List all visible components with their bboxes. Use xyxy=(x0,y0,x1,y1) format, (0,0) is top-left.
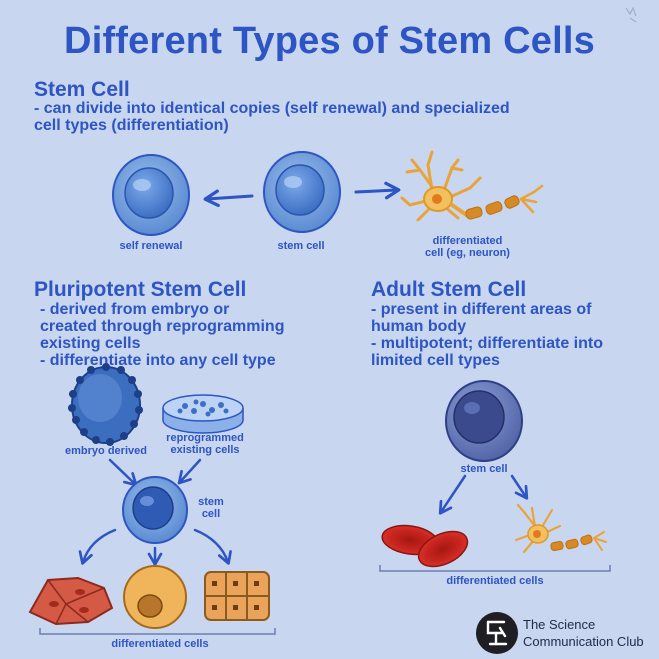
pluripotent-stem-cell-label: stem cell xyxy=(191,496,231,520)
stem-cell-description: - can divide into identical copies (self… xyxy=(34,100,634,134)
reprogrammed-arrow-icon xyxy=(177,458,202,485)
petri-dish-icon xyxy=(162,394,244,434)
adult-line: - multipotent; differentiate into xyxy=(371,335,603,352)
club-name: The Science Communication Club xyxy=(523,616,658,650)
reprogrammed-cells-label: reprogrammed existing cells xyxy=(150,432,260,456)
adult-description: - present in different areas of human bo… xyxy=(371,301,651,369)
tissue-cells-icon xyxy=(204,571,270,621)
pluripotent-heading: Pluripotent Stem Cell xyxy=(34,278,247,301)
pluripotent-line: created through reprogramming xyxy=(40,318,285,335)
adult-arrow-left-icon xyxy=(438,474,467,515)
pluripotent-line: existing cells xyxy=(40,335,141,352)
stem-cell-heading: Stem Cell xyxy=(34,78,130,101)
adult-line: - present in different areas of xyxy=(371,301,592,318)
embryo-arrow-icon xyxy=(108,458,138,487)
stem-cell-description-line: - can divide into identical copies (self… xyxy=(34,100,510,117)
pluripotent-stem-cell-label-line: cell xyxy=(201,508,221,520)
pluripotent-line: - differentiate into any cell type xyxy=(40,352,276,369)
adult-line: limited cell types xyxy=(371,352,500,369)
pluripotent-line: - derived from embryo or xyxy=(40,301,230,318)
differentiated-cell-label-line: differentiated xyxy=(432,235,503,247)
pluripotent-differentiated-label: differentiated cells xyxy=(111,638,209,650)
embryo-derived-label: embryo derived xyxy=(65,445,147,457)
stem-cell-description-line: cell types (differentiation) xyxy=(34,117,229,134)
pluripotent-stem-cell-label-line: stem xyxy=(198,496,224,508)
small-neuron-icon xyxy=(514,503,607,554)
differentiation-arrow-right-icon xyxy=(193,528,232,565)
adult-differentiated-label: differentiated cells xyxy=(446,575,544,587)
stem-cell-label: stem cell xyxy=(277,240,325,252)
embryo-icon xyxy=(68,363,143,446)
differentiation-arrow-icon xyxy=(354,181,401,200)
adult-stem-cell-icon xyxy=(445,380,523,462)
differentiated-cell-label: differentiated cell (eg, neuron) xyxy=(410,235,525,259)
pluripotent-description: - derived from embryo or created through… xyxy=(40,301,340,369)
self-renewal-label: self renewal xyxy=(119,240,183,252)
neuron-icon xyxy=(400,150,544,222)
club-name-line: The Science xyxy=(523,617,596,632)
club-name-line: Communication Club xyxy=(523,634,644,649)
differentiated-cell-label-line: cell (eg, neuron) xyxy=(425,247,510,259)
adult-line: human body xyxy=(371,318,467,335)
adult-heading: Adult Stem Cell xyxy=(371,278,527,301)
stem-cell-icon xyxy=(263,151,341,233)
adult-bracket-icon xyxy=(379,565,611,572)
reprogrammed-cells-label-line: reprogrammed xyxy=(166,432,244,444)
differentiation-arrow-left-icon xyxy=(78,528,117,565)
self-renewal-cell-icon xyxy=(112,154,190,236)
signature-icon xyxy=(625,6,637,23)
pluripotent-bracket-icon xyxy=(39,628,276,635)
adult-stem-cell-label: stem cell xyxy=(460,463,508,475)
pluripotent-stem-cell-icon xyxy=(122,476,188,544)
round-cell-icon xyxy=(123,565,187,629)
page-title: Different Types of Stem Cells xyxy=(64,20,595,62)
red-blood-cell-icon xyxy=(381,524,469,568)
muscle-cell-icon xyxy=(28,576,114,626)
self-renewal-arrow-icon xyxy=(203,189,254,208)
science-communication-club-logo-icon xyxy=(476,612,518,654)
reprogrammed-cells-label-line: existing cells xyxy=(170,444,240,456)
adult-arrow-right-icon xyxy=(510,474,529,500)
